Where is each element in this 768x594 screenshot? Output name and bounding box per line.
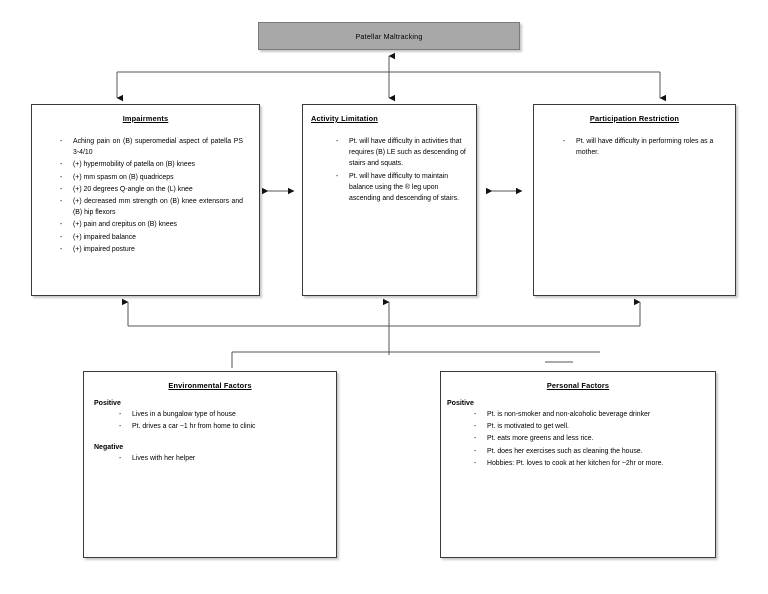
environmental-negative-group: Negative Lives with her helper (94, 444, 328, 464)
activity-limitation-heading: Activity Limitation (311, 114, 378, 123)
environmental-negative-label: Negative (94, 444, 124, 452)
list-item: Pt. will have difficulty in activities t… (336, 136, 466, 170)
diagram-title-box: Patellar Maltracking (258, 22, 520, 50)
list-item: Aching pain on (B) superomedial aspect o… (60, 136, 243, 158)
page-title: Patellar Maltracking (355, 31, 423, 41)
list-item: Pt. eats more greens and less rice. (474, 433, 707, 444)
impairments-heading: Impairments (122, 114, 169, 123)
list-item: (+) decreased mm strength on (B) knee ex… (60, 196, 243, 218)
list-item: Lives with her helper (119, 453, 328, 464)
personal-positive-group: Positive Pt. is non-smoker and non-alcoh… (447, 400, 707, 469)
list-item: (+) hypermobility of patella on (B) knee… (60, 159, 243, 170)
list-item: (+) impaired posture (60, 244, 243, 255)
list-item: Pt. is non-smoker and non-alcoholic beve… (474, 409, 707, 420)
list-item: (+) pain and crepitus on (B) knees (60, 219, 243, 230)
list-item: (+) impaired balance (60, 232, 243, 243)
environmental-positive-list: Lives in a bungalow type of house Pt. dr… (119, 409, 328, 433)
environmental-negative-list: Lives with her helper (119, 453, 328, 464)
list-item: (+) mm spasm on (B) quadriceps (60, 172, 243, 183)
environmental-factors-box: Environmental Factors Positive Lives in … (83, 371, 337, 558)
list-item: Pt. will have difficulty in performing r… (563, 136, 723, 158)
activity-limitation-list: Pt. will have difficulty in activities t… (336, 136, 466, 205)
participation-restriction-heading: Participation Restriction (589, 114, 680, 123)
personal-positive-label: Positive (447, 400, 474, 407)
personal-positive-list: Pt. is non-smoker and non-alcoholic beve… (474, 409, 707, 469)
list-item: Hobbies: Pt. loves to cook at her kitche… (474, 458, 707, 469)
impairments-list: Aching pain on (B) superomedial aspect o… (60, 136, 243, 255)
environmental-positive-label: Positive (94, 400, 121, 407)
personal-factors-box: Personal Factors Positive Pt. is non-smo… (440, 371, 716, 558)
participation-restriction-box: Participation Restriction Pt. will have … (533, 104, 736, 296)
list-item: Pt. is motivated to get well. (474, 421, 707, 432)
personal-factors-heading: Personal Factors (546, 381, 610, 390)
impairments-box: Impairments Aching pain on (B) superomed… (31, 104, 260, 296)
participation-restriction-list: Pt. will have difficulty in performing r… (563, 136, 723, 158)
list-item: (+) 20 degrees Q-angle on the (L) knee (60, 184, 243, 195)
environmental-positive-group: Positive Lives in a bungalow type of hou… (94, 400, 328, 433)
list-item: Lives in a bungalow type of house (119, 409, 328, 420)
list-item: Pt. does her exercises such as cleaning … (474, 446, 707, 457)
environmental-factors-heading: Environmental Factors (168, 381, 252, 390)
list-item: Pt. will have difficulty to maintain bal… (336, 171, 466, 205)
activity-limitation-box: Activity Limitation Pt. will have diffic… (302, 104, 477, 296)
list-item: Pt. drives a car ~1 hr from home to clin… (119, 421, 328, 432)
